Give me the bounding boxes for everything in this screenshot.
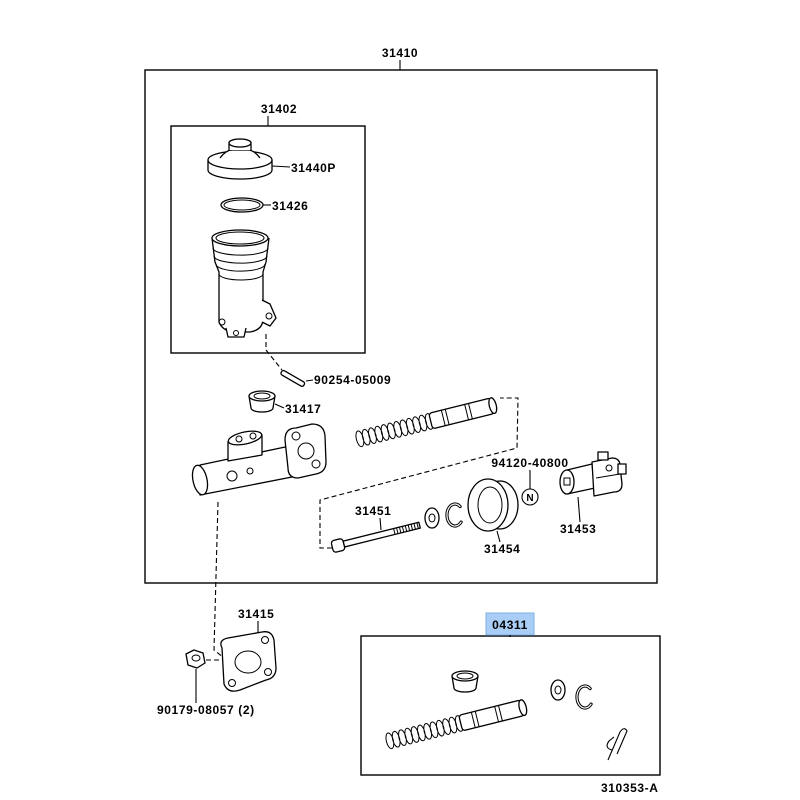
- callout-grommet[interactable]: 31417: [285, 402, 321, 416]
- callout-push-rod[interactable]: 31451: [355, 504, 391, 518]
- callout-repair-kit[interactable]: 04311: [492, 618, 528, 632]
- pin-connector-dashed: [265, 334, 283, 371]
- piston-grooves: [440, 403, 473, 426]
- callout-gasket[interactable]: 31415: [238, 607, 274, 621]
- kit-spring-coils: [385, 715, 464, 750]
- leader-line-push-rod: [379, 517, 382, 531]
- callout-nut-ref[interactable]: 94120-40800: [491, 456, 568, 470]
- callout-nut[interactable]: 90179-08057 (2): [157, 703, 255, 717]
- pin: [280, 369, 306, 388]
- kit-washer: [550, 679, 566, 701]
- grommet: [248, 390, 276, 413]
- kit-piston-grooves: [470, 705, 503, 728]
- piston-end: [488, 397, 498, 415]
- leader-line-clevis: [577, 496, 581, 523]
- callout-reservoir-oring[interactable]: 31426: [272, 199, 308, 213]
- push-rod: [330, 521, 421, 553]
- piston: [428, 397, 495, 429]
- reservoir-cap: [207, 138, 273, 180]
- kit-cotter-pin: [606, 728, 628, 761]
- figure-id: 310353-A: [601, 781, 659, 795]
- gasket: [220, 631, 277, 692]
- kit-piston-end: [518, 699, 528, 717]
- callout-boot[interactable]: 31454: [484, 542, 520, 556]
- reservoir-oring: [220, 197, 264, 213]
- kit-snap-ring: [575, 684, 593, 710]
- callout-reservoir[interactable]: 31402: [261, 102, 297, 116]
- nut-mark-label: N: [526, 493, 533, 504]
- master-cylinder-body: [191, 423, 327, 496]
- callout-assembly[interactable]: 31410: [382, 46, 418, 60]
- gasket-connector-dashed: [213, 501, 225, 659]
- kit-piston: [458, 699, 525, 731]
- callout-reservoir-cap[interactable]: 31440P: [291, 161, 336, 175]
- washer: [424, 507, 440, 529]
- leader-line-reservoir-cap: [271, 165, 291, 168]
- reservoir-body: [211, 229, 277, 338]
- boot: [467, 478, 519, 532]
- callout-clevis[interactable]: 31453: [560, 522, 596, 536]
- snap-ring: [445, 502, 463, 528]
- kit-spring-piston: [385, 699, 528, 750]
- assembly-frame: [144, 69, 658, 584]
- spring-piston: [355, 397, 498, 448]
- leader-line-boot: [496, 530, 501, 543]
- leader-line-pin: [305, 379, 314, 382]
- spring-coils: [355, 413, 434, 448]
- kit-grommet: [451, 670, 479, 693]
- nut-mark-circle: [521, 488, 539, 506]
- clevis: [559, 451, 627, 497]
- hex-nut: [185, 649, 206, 669]
- rod-group-dashed: [319, 397, 519, 549]
- leader-line-grommet: [274, 403, 285, 409]
- callout-pin[interactable]: 90254-05009: [314, 373, 391, 387]
